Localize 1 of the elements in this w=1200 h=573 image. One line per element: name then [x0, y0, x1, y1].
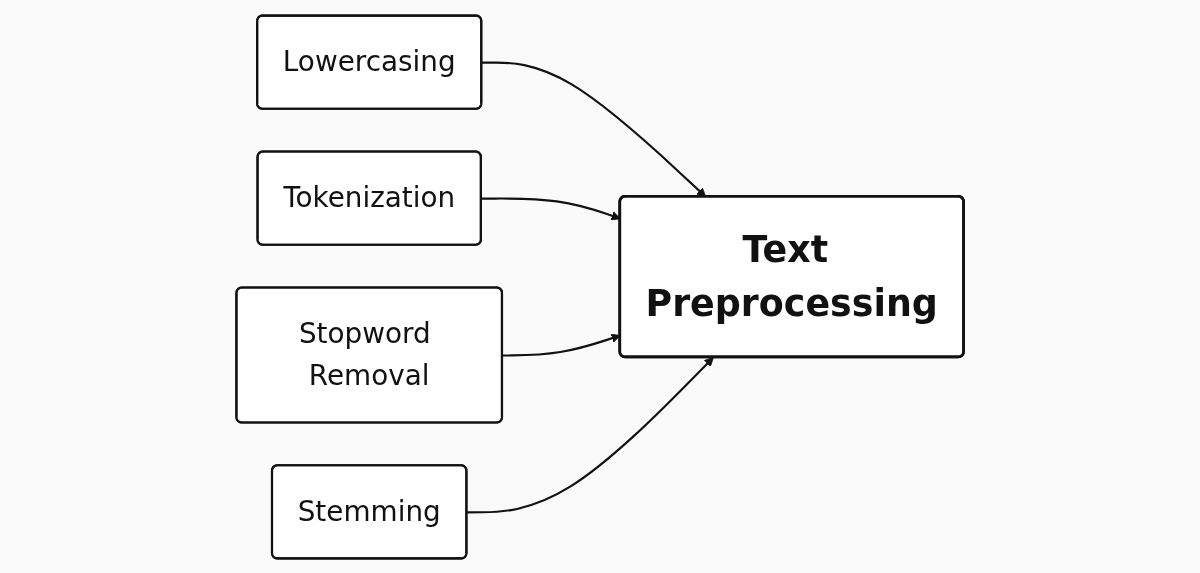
arrow: [466, 356, 714, 513]
